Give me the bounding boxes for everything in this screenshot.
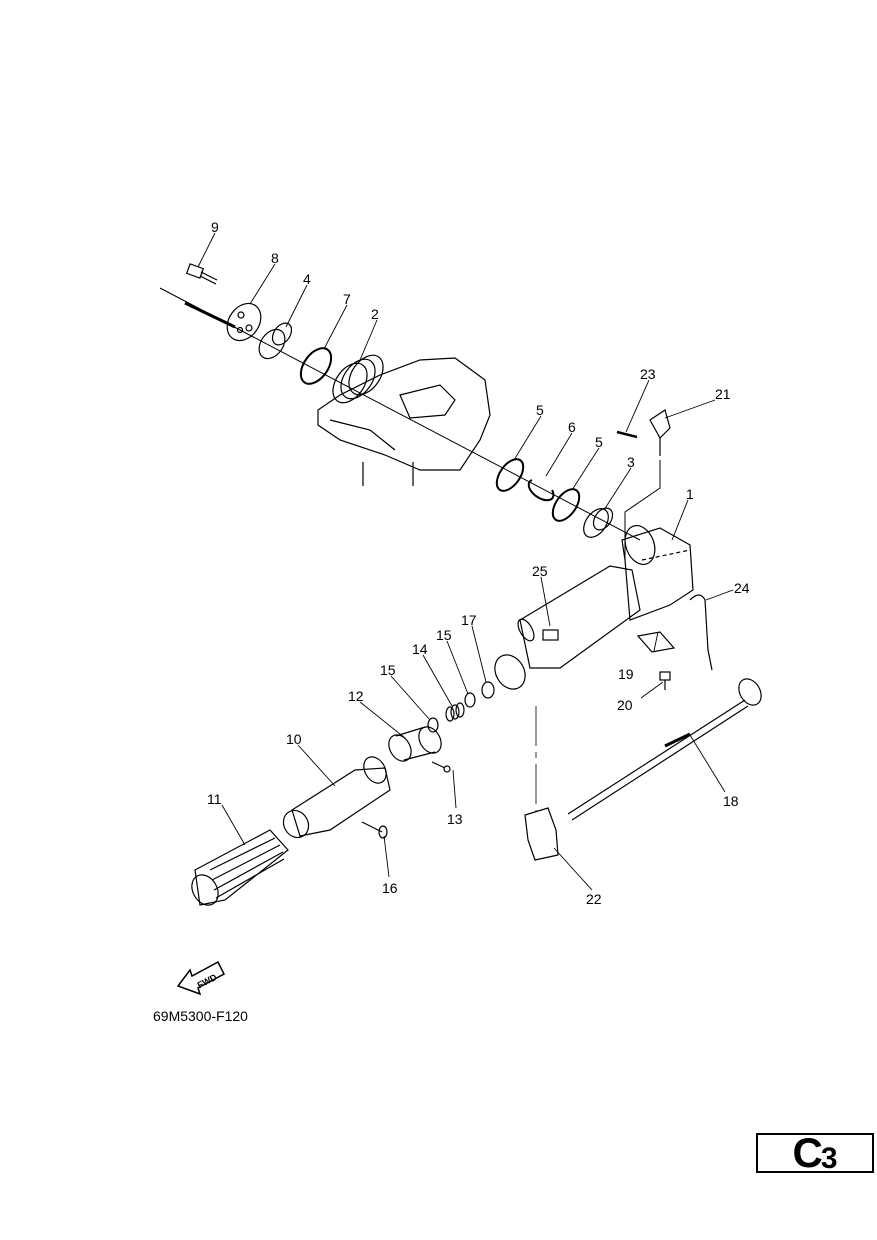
section-badge: C 3 bbox=[756, 1129, 874, 1176]
part-18-shaft bbox=[567, 678, 762, 821]
part-15-washer-upper bbox=[464, 692, 476, 708]
callout-10: 10 bbox=[286, 731, 302, 747]
callout-12: 12 bbox=[348, 688, 364, 704]
part-1-housing bbox=[621, 525, 694, 621]
callout-16: 16 bbox=[382, 880, 398, 896]
callout-19: 19 bbox=[618, 666, 634, 682]
callout-labels: 1 2 3 4 5 5 6 7 8 9 10 11 12 13 14 15 15… bbox=[207, 219, 750, 907]
callout-23: 23 bbox=[640, 366, 656, 382]
callout-5-right: 5 bbox=[595, 434, 603, 450]
callout-9: 9 bbox=[211, 219, 219, 235]
engine-bracket bbox=[317, 357, 491, 486]
callout-17: 17 bbox=[461, 612, 477, 628]
callout-15-upper: 15 bbox=[436, 627, 452, 643]
callout-1: 1 bbox=[686, 486, 694, 502]
section-letter: C bbox=[792, 1129, 822, 1176]
part-22-bracket bbox=[524, 807, 559, 861]
part-20-screw bbox=[659, 671, 671, 690]
part-19-plate bbox=[636, 631, 676, 653]
callout-3: 3 bbox=[627, 454, 635, 470]
callout-21: 21 bbox=[715, 386, 731, 402]
part-15-washer-lower bbox=[427, 717, 439, 733]
callout-24: 24 bbox=[734, 580, 750, 596]
callout-4: 4 bbox=[303, 271, 311, 287]
figure-id: 69M5300-F120 bbox=[153, 1008, 248, 1024]
callout-11: 11 bbox=[207, 791, 222, 807]
callout-7: 7 bbox=[343, 291, 351, 307]
callout-2: 2 bbox=[371, 306, 379, 322]
callout-6: 6 bbox=[568, 419, 576, 435]
part-4-bushing bbox=[258, 322, 293, 360]
callout-15-lower: 15 bbox=[380, 662, 396, 678]
part-2-grommet bbox=[332, 354, 384, 404]
part-24-wire bbox=[689, 594, 713, 671]
part-25-body bbox=[494, 565, 641, 690]
part-21-fitting bbox=[649, 409, 671, 456]
part-10-grip-tube bbox=[282, 756, 391, 839]
callout-14: 14 bbox=[412, 641, 428, 657]
part-11-grip bbox=[191, 829, 289, 906]
part-13-screw bbox=[431, 761, 451, 773]
part-16-screw bbox=[361, 821, 388, 839]
part-17-bushing bbox=[481, 681, 495, 699]
part-5-washer-right bbox=[551, 488, 581, 522]
callout-13: 13 bbox=[447, 811, 463, 827]
section-number: 3 bbox=[820, 1142, 838, 1175]
leader-lines bbox=[197, 232, 734, 891]
part-7-o-ring bbox=[299, 347, 333, 385]
callout-8: 8 bbox=[271, 250, 279, 266]
part-8-plate bbox=[226, 302, 262, 342]
fwd-arrow-icon: FWD bbox=[176, 960, 225, 996]
callout-22: 22 bbox=[586, 891, 602, 907]
part-3-bushing bbox=[583, 507, 614, 538]
part-6-clip bbox=[527, 479, 555, 502]
part-23-pin bbox=[616, 430, 638, 439]
callout-25: 25 bbox=[532, 563, 548, 579]
callout-18: 18 bbox=[723, 793, 739, 809]
cable bbox=[184, 301, 236, 329]
part-14-spring bbox=[445, 702, 465, 722]
callout-20: 20 bbox=[617, 697, 633, 713]
part-5-washer-left bbox=[495, 458, 525, 492]
callout-5-left: 5 bbox=[536, 402, 544, 418]
part-9-bolt bbox=[185, 263, 218, 285]
